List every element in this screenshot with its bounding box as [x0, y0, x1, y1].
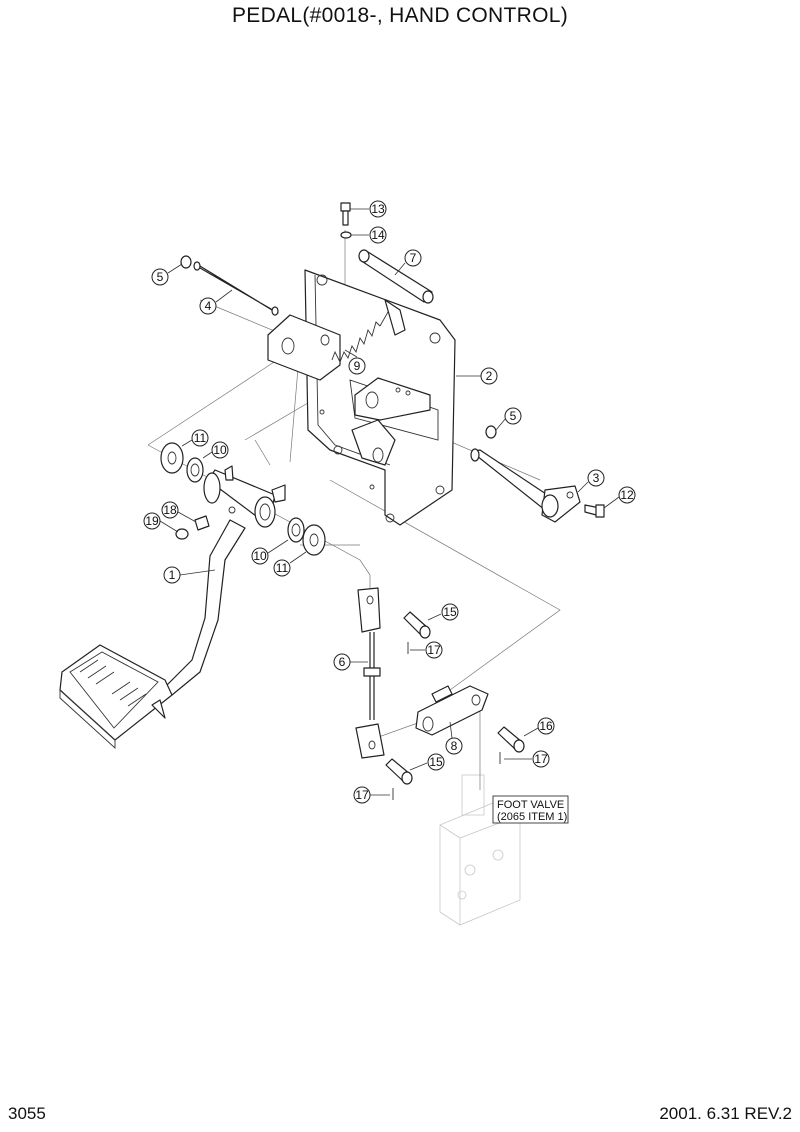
callout-17-lower: 17 — [353, 786, 371, 804]
page-number: 3055 — [8, 1104, 46, 1123]
callout-8: 8 — [445, 737, 463, 755]
callout-10-upper: 10 — [211, 441, 229, 459]
callout-leaders — [159, 208, 620, 796]
svg-text:4: 4 — [205, 299, 212, 313]
revision-date: 2001. 6.31 REV.2 — [659, 1104, 792, 1123]
snap-ring-5b — [485, 425, 497, 439]
svg-text:17: 17 — [355, 788, 369, 802]
callout-6: 6 — [333, 653, 351, 671]
pedal-hub — [203, 465, 286, 528]
foot-valve-note-line2: (2065 ITEM 1) — [497, 811, 567, 823]
svg-text:13: 13 — [371, 202, 385, 216]
svg-text:11: 11 — [194, 431, 207, 445]
callout-7: 7 — [404, 249, 422, 267]
callout-12: 12 — [618, 486, 636, 504]
svg-text:7: 7 — [410, 251, 417, 265]
svg-text:15: 15 — [443, 605, 457, 619]
foot-valve-note-line1: FOOT VALVE — [497, 799, 564, 811]
callout-11-upper: 11 — [191, 429, 209, 447]
svg-text:3: 3 — [593, 471, 600, 485]
foot-valve-note: FOOT VALVE (2065 ITEM 1) — [492, 795, 569, 824]
washer-14 — [340, 231, 352, 239]
bearing-10b — [287, 517, 305, 543]
svg-text:17: 17 — [534, 752, 548, 766]
bolt-12 — [584, 504, 605, 518]
link-8 — [415, 685, 489, 736]
callout-15-upper: 15 — [441, 603, 459, 621]
svg-text:8: 8 — [451, 739, 458, 753]
callout-1: 1 — [163, 566, 181, 584]
stopper-pipe-7 — [358, 249, 434, 304]
washer-11a — [160, 442, 184, 474]
callout-16: 16 — [537, 717, 555, 735]
callout-2: 2 — [480, 367, 498, 385]
cap-19 — [175, 528, 189, 540]
svg-text:6: 6 — [339, 655, 346, 669]
svg-text:11: 11 — [276, 561, 289, 575]
svg-text:16: 16 — [539, 719, 553, 733]
pedal-arm — [59, 519, 246, 750]
callout-3: 3 — [587, 469, 605, 487]
lever-arm — [351, 419, 396, 466]
adjust-rod-6 — [355, 587, 385, 759]
callout-19: 19 — [143, 512, 161, 530]
callout-5-lower: 5 — [504, 407, 522, 425]
snap-ring-5a — [180, 255, 192, 269]
washer-11b — [302, 524, 326, 556]
callout-13: 13 — [369, 200, 387, 218]
svg-text:9: 9 — [354, 359, 361, 373]
pivot-shaft-3 — [470, 448, 581, 523]
svg-text:19: 19 — [145, 514, 159, 528]
svg-text:18: 18 — [163, 503, 177, 517]
left-ear-plate — [267, 314, 341, 381]
pin-15b — [385, 758, 413, 785]
callout-5-upper: 5 — [151, 268, 169, 286]
pin-16 — [497, 726, 525, 753]
svg-text:14: 14 — [371, 228, 385, 242]
callout-17-upper: 17 — [425, 641, 443, 659]
svg-text:5: 5 — [510, 409, 517, 423]
callout-18: 18 — [161, 501, 179, 519]
svg-text:15: 15 — [429, 755, 443, 769]
pin-15a — [403, 611, 431, 639]
grease-nipple-18 — [194, 515, 210, 531]
bolt-13 — [340, 202, 351, 226]
right-ear-plate — [354, 377, 431, 421]
svg-text:5: 5 — [157, 270, 164, 284]
svg-text:17: 17 — [427, 643, 441, 657]
pin-rod-4 — [193, 261, 279, 316]
svg-text:10: 10 — [213, 443, 227, 457]
bearing-10a — [186, 457, 204, 483]
svg-text:2: 2 — [486, 369, 493, 383]
svg-text:12: 12 — [620, 488, 634, 502]
svg-text:10: 10 — [253, 549, 267, 563]
return-spring — [331, 299, 406, 364]
svg-text:1: 1 — [169, 568, 176, 582]
callout-15-lower: 15 — [427, 753, 445, 771]
page-title: PEDAL(#0018-, HAND CONTROL) — [231, 4, 569, 27]
callout-11-lower: 11 — [273, 559, 291, 577]
callout-14: 14 — [369, 226, 387, 244]
callout-10-lower: 10 — [251, 547, 269, 565]
callout-9: 9 — [348, 357, 366, 375]
callout-4: 4 — [199, 297, 217, 315]
callout-17-right: 17 — [532, 750, 550, 768]
